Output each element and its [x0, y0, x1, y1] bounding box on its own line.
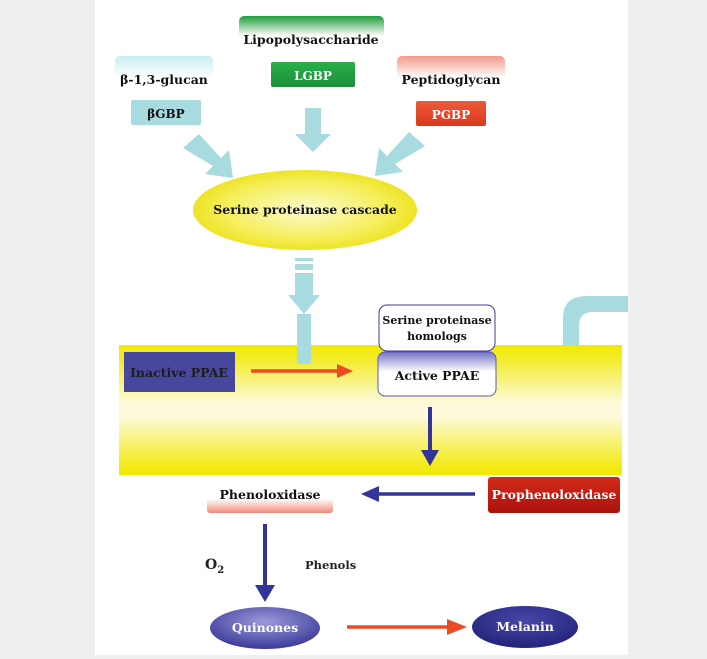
diagram-svg: Lipopolysaccharide LGBP β-1,3-glucan βGB… — [115, 16, 628, 649]
lps-receptor-group: Lipopolysaccharide LGBP — [239, 16, 384, 87]
melanization-arrow — [347, 619, 467, 635]
active-ppae-box — [377, 351, 497, 397]
phenoloxidase-box — [207, 477, 333, 513]
cascade-label: Serine proteinase cascade — [213, 202, 397, 217]
bgbp-label: βGBP — [147, 107, 184, 121]
activation-arrow — [251, 364, 353, 378]
homologs-label-line2: homologs — [407, 330, 467, 343]
receptor-tube — [563, 296, 628, 345]
bgbp-box — [131, 100, 201, 125]
o2-label: O2 — [205, 557, 224, 576]
oxidation-arrow — [255, 524, 275, 602]
quinones-label: Quinones — [232, 620, 298, 635]
melanin-label: Melanin — [496, 619, 554, 634]
pgbp-box — [416, 101, 486, 126]
phenoloxidase-label: Phenoloxidase — [220, 487, 321, 502]
lgbp-label: LGBP — [294, 69, 332, 83]
cascade-down-arrow — [288, 258, 320, 364]
glucan-box — [115, 56, 213, 100]
phenols-label: Phenols — [305, 558, 356, 572]
lgbp-box — [271, 62, 355, 87]
lps-arrow — [295, 108, 331, 152]
inactive-ppae-box — [124, 352, 235, 392]
pgn-arrow — [375, 132, 425, 176]
pgn-label: Peptidoglycan — [402, 72, 501, 87]
homologs-label-line1: Serine proteinase — [382, 314, 491, 327]
lps-label: Lipopolysaccharide — [243, 32, 378, 47]
homologs-box — [378, 304, 496, 352]
prophenoloxidase-label: Prophenoloxidase — [492, 487, 617, 502]
inactive-ppae-label: Inactive PPAE — [130, 365, 228, 380]
prophenoloxidase-box — [488, 477, 620, 513]
pgn-box — [397, 56, 505, 100]
active-down-arrow — [421, 407, 439, 466]
glucan-label: β-1,3-glucan — [120, 72, 208, 87]
active-ppae-label: Active PPAE — [394, 368, 480, 383]
melanin-ellipse — [472, 606, 578, 648]
glucan-receptor-group: β-1,3-glucan βGBP — [115, 56, 213, 125]
pgn-receptor-group: Peptidoglycan PGBP — [397, 56, 505, 126]
cascade-ellipse — [193, 170, 417, 250]
quinones-ellipse — [210, 607, 320, 649]
pgbp-label: PGBP — [432, 108, 470, 122]
lps-box — [239, 16, 384, 60]
glucan-arrow — [183, 134, 233, 178]
activation-po-arrow — [361, 486, 475, 502]
diagram-canvas: Lipopolysaccharide LGBP β-1,3-glucan βGB… — [95, 0, 628, 655]
